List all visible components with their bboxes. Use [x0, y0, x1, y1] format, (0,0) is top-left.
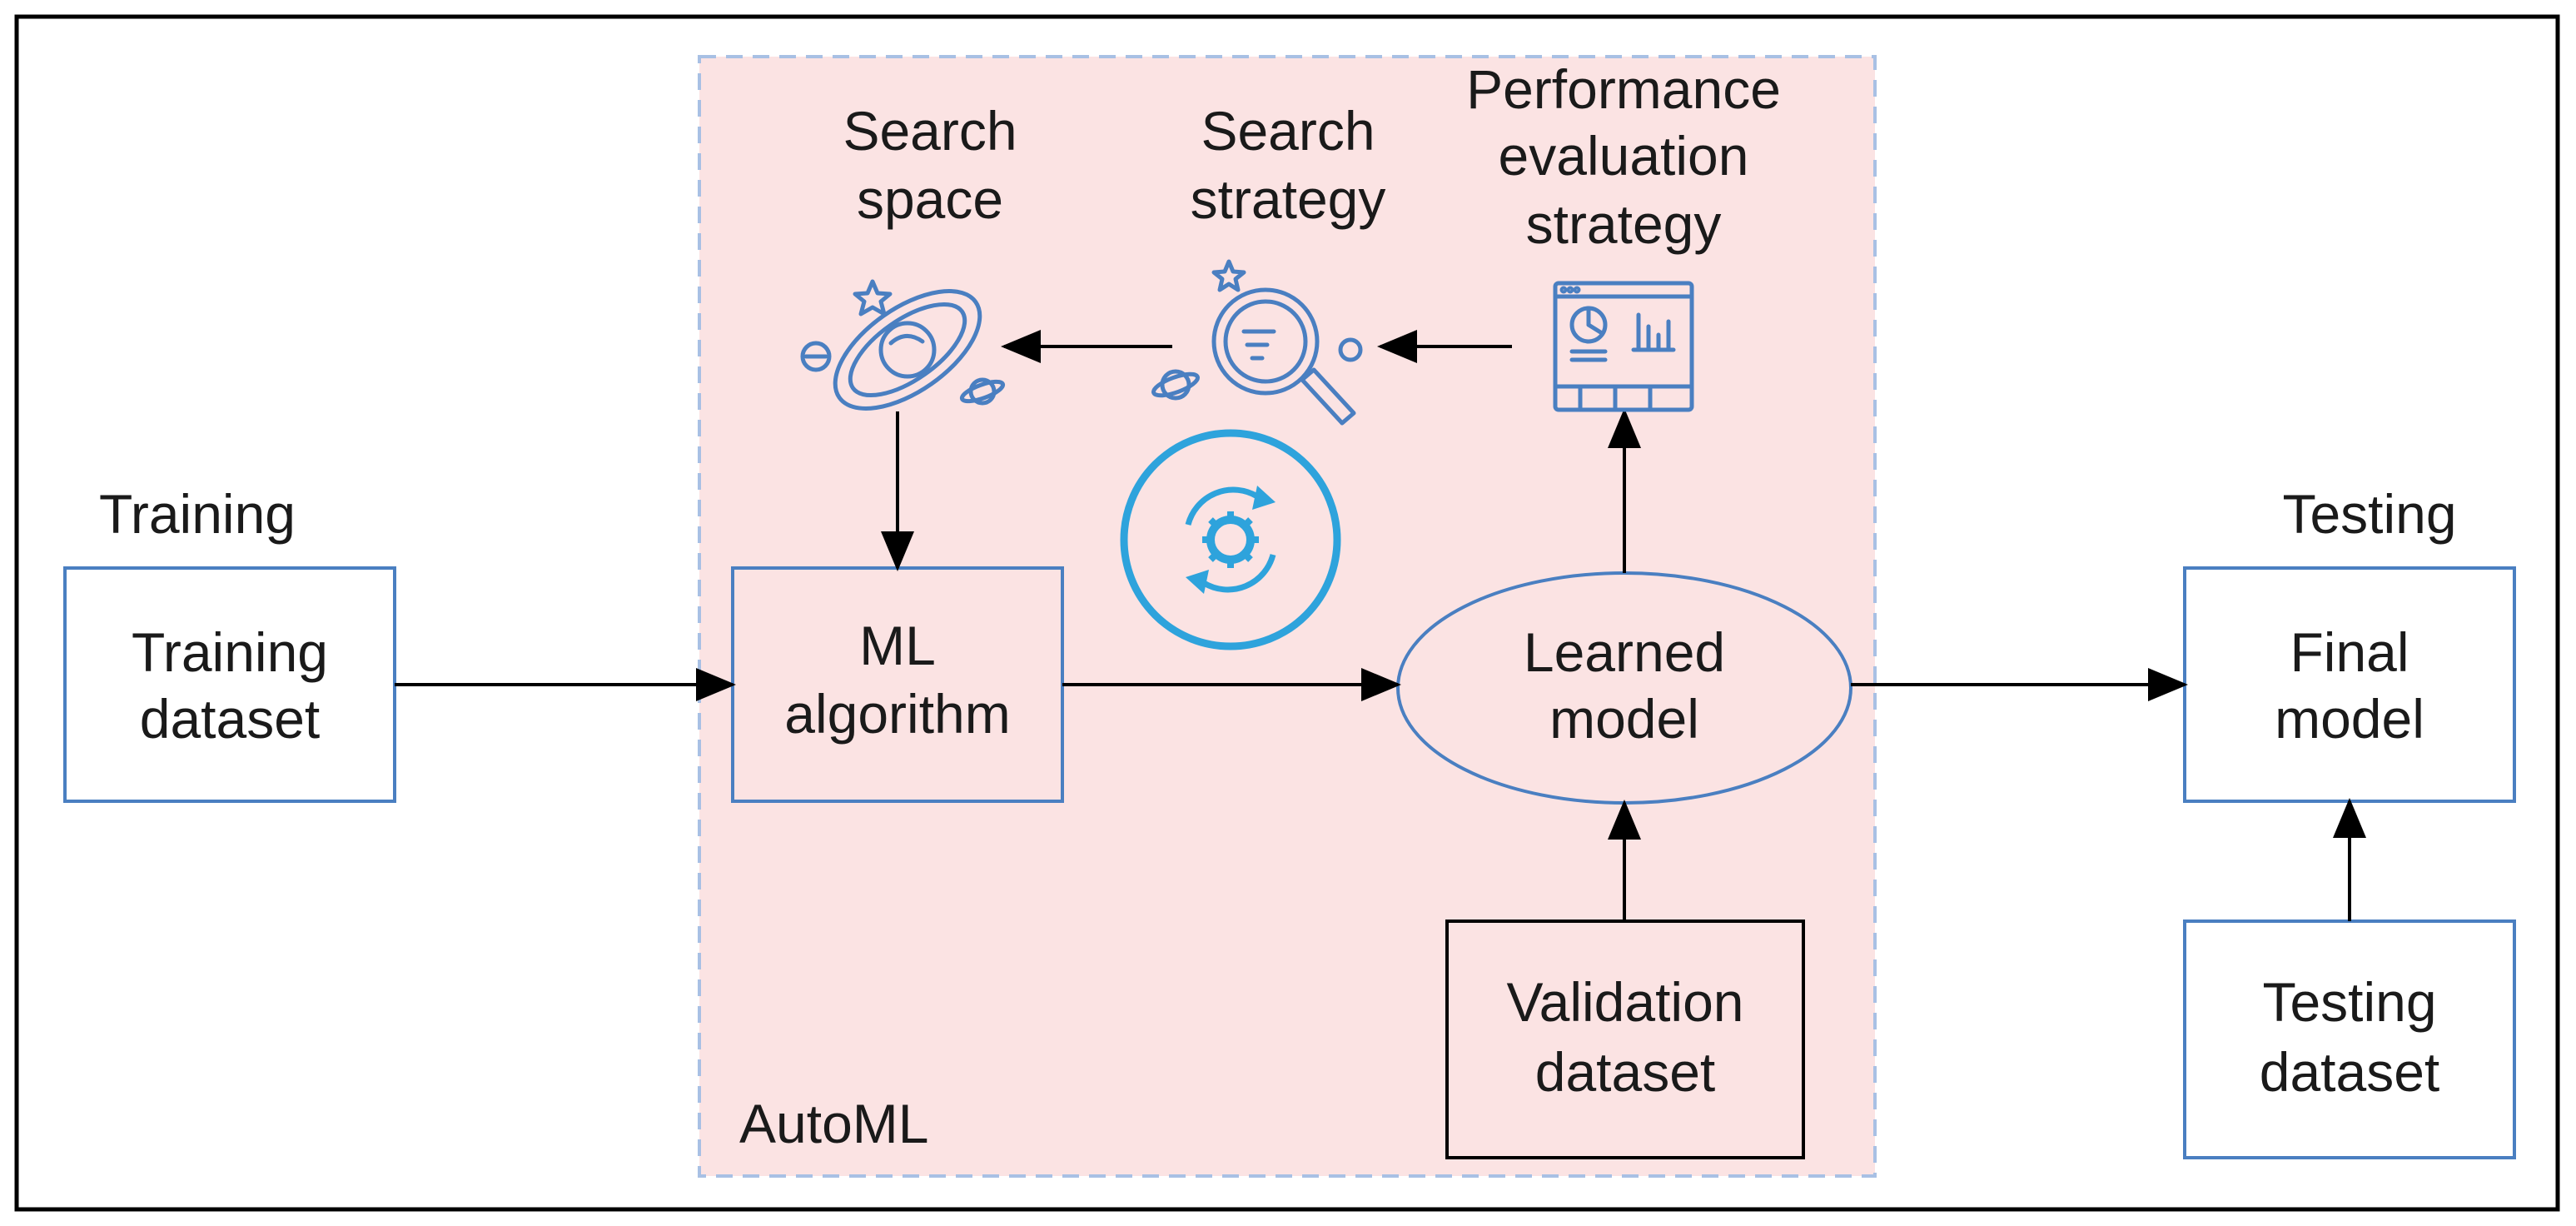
- training-dataset-line2: dataset: [140, 688, 321, 750]
- performance-heading-line3: strategy: [1526, 193, 1722, 255]
- dashboard-window-icon: [1553, 281, 1694, 412]
- search-space-heading-line1: Search: [843, 100, 1017, 162]
- search-strategy-heading-line2: strategy: [1191, 168, 1386, 230]
- automl-label: AutoML: [739, 1093, 928, 1154]
- training-dataset-box: [63, 566, 396, 803]
- validation-dataset-line2: dataset: [1535, 1041, 1716, 1103]
- learned-model-line1: Learned: [1524, 621, 1725, 683]
- testing-dataset-box: [2183, 920, 2516, 1159]
- validation-dataset-box: [1445, 920, 1805, 1159]
- ml-algorithm-line2: algorithm: [784, 683, 1010, 745]
- final-model-box: [2183, 566, 2516, 803]
- final-model-line1: Final: [2290, 621, 2409, 683]
- gear-cycle-icon: [1120, 429, 1341, 650]
- search-space-heading-line2: space: [857, 168, 1003, 230]
- learned-model-line2: model: [1549, 688, 1699, 750]
- performance-heading-line2: evaluation: [1499, 125, 1749, 187]
- final-model-line2: model: [2275, 688, 2424, 750]
- search-strategy-heading-line1: Search: [1201, 100, 1375, 162]
- training-heading: Training: [99, 483, 296, 545]
- testing-heading: Testing: [2282, 483, 2456, 545]
- testing-dataset-line1: Testing: [2262, 971, 2436, 1033]
- testing-dataset-line2: dataset: [2260, 1041, 2440, 1103]
- performance-heading-line1: Performance: [1466, 58, 1781, 120]
- magnifier-planet-icon: [1151, 259, 1363, 426]
- validation-dataset-line1: Validation: [1507, 971, 1744, 1033]
- galaxy-planets-icon: [800, 279, 1006, 411]
- training-dataset-line1: Training: [132, 621, 328, 683]
- ml-algorithm-line1: ML: [859, 615, 936, 676]
